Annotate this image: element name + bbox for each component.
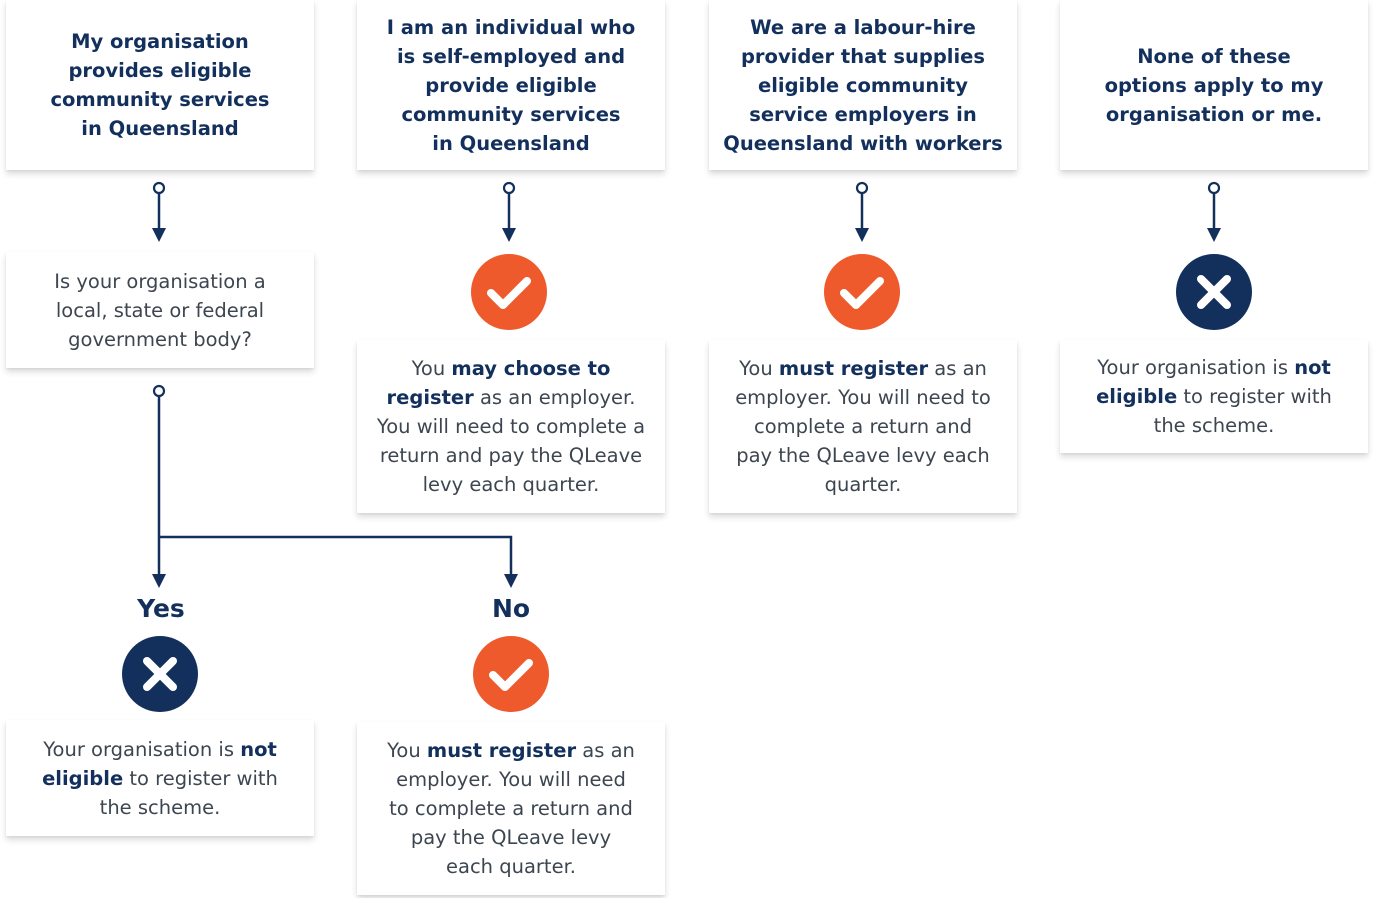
question-card-government-body: Is your organisation a local, state or f… [6, 252, 314, 368]
connector-origin-dot [1207, 181, 1221, 195]
check-circle-icon [471, 254, 547, 330]
check-circle-icon [473, 636, 549, 712]
outcome-card-gov-must-register: You must register as an employer. You wi… [357, 722, 665, 895]
option-text: I am an individual who is self-employed … [386, 15, 636, 155]
option-text: None of these options apply to my organi… [1104, 44, 1324, 126]
outcome-text: You may choose to register as an employe… [376, 357, 646, 496]
option-card-self-employed: I am an individual who is self-employed … [357, 0, 665, 170]
option-text: My organisation provides eligible commun… [50, 30, 270, 140]
option-card-none-apply: None of these options apply to my organi… [1060, 0, 1368, 170]
outcome-card-gov-not-eligible: Your organisation is not eligible to reg… [6, 720, 314, 836]
connector-origin-dot [152, 181, 166, 195]
connector-origin-dot [502, 181, 516, 195]
outcome-card-must-register: You must register as an employer. You wi… [709, 340, 1017, 513]
outcome-text: You must register as an employer. You wi… [387, 739, 635, 878]
outcome-card-not-eligible: Your organisation is not eligible to reg… [1060, 340, 1368, 453]
arrowhead-icon [504, 574, 518, 588]
connector-origin-dot [152, 384, 166, 398]
connector-question-to-no [159, 535, 513, 580]
connector-origin-dot [855, 181, 869, 195]
branch-label-no: No [491, 594, 531, 623]
arrowhead-icon [502, 228, 516, 242]
arrowhead-icon [1207, 228, 1221, 242]
option-text: We are a labour-hire provider that suppl… [723, 15, 1003, 155]
outcome-card-may-register: You may choose to register as an employe… [357, 340, 665, 513]
arrowhead-icon [152, 574, 166, 588]
option-card-labour-hire: We are a labour-hire provider that suppl… [709, 0, 1017, 170]
arrowhead-icon [152, 228, 166, 242]
option-card-eligible-org: My organisation provides eligible commun… [6, 0, 314, 170]
outcome-text: You must register as an employer. You wi… [735, 357, 991, 496]
arrowhead-icon [855, 228, 869, 242]
question-text: Is your organisation a local, state or f… [54, 269, 266, 351]
outcome-text: Your organisation is not eligible to reg… [42, 737, 278, 819]
check-circle-icon [824, 254, 900, 330]
branch-label-yes: Yes [137, 594, 185, 623]
x-circle-icon [122, 636, 198, 712]
outcome-text: Your organisation is not eligible to reg… [1096, 356, 1332, 437]
x-circle-icon [1176, 254, 1252, 330]
